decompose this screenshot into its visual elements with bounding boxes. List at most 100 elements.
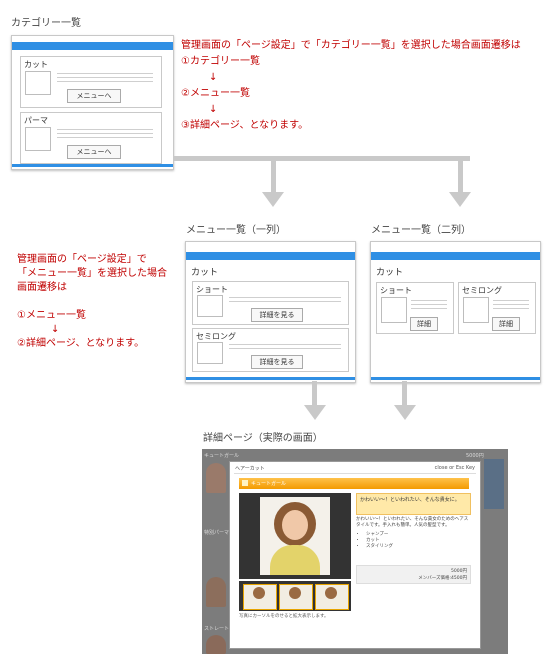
note-line: ①メニュー一覧 (17, 310, 86, 321)
text-line (229, 344, 341, 345)
modal-title: ヘアーカット (235, 466, 265, 472)
category-list-mock: カット メニューへ パーマ メニューへ (11, 35, 174, 170)
background-header-text: キュートガール (204, 453, 240, 459)
menu-card: ショート 詳細を見る (192, 281, 349, 325)
note-line: 「メニュー一覧」を選択した場合 (17, 268, 167, 279)
menu-card-title: ショート (196, 285, 228, 294)
flow-arrow-icon (449, 192, 471, 207)
photo-caption: 写真にカーソルをのせると拡大表示します。 (239, 614, 329, 619)
text-line (411, 300, 447, 301)
menu-card-title: セミロング (462, 286, 502, 295)
category-card: パーマ メニューへ (20, 112, 162, 164)
thumbnail-strip (239, 581, 351, 611)
category-card-title: カット (24, 60, 48, 69)
modal-divider (234, 473, 476, 474)
flow-arrow-icon (262, 192, 284, 207)
background-thumbnail (206, 577, 226, 607)
photo-clothes (270, 545, 320, 575)
text-line (57, 77, 153, 78)
view-detail-button[interactable]: 詳細を見る (251, 308, 303, 322)
note-line: 管理画面の「ページ設定」で「カテゴリー一覧」を選択した場合画面遷移は (181, 40, 521, 51)
connector-line (458, 158, 463, 194)
menu-card: セミロング 詳細を見る (192, 328, 349, 372)
photo-face (282, 510, 308, 540)
background-sidebar-text: ストレート (204, 626, 230, 632)
mock-header-bar (186, 252, 355, 260)
mock-header-bar (12, 42, 173, 50)
note-arrow: ↓ (51, 324, 60, 335)
menu-two-col-title: メニュー一覧（二列） (371, 225, 471, 236)
catch-copy-text: かわいい～！といわれたい、そんな貴女に。 (360, 497, 460, 503)
category-card-title: パーマ (24, 116, 48, 125)
mock-header-bar (371, 252, 540, 260)
thumbnail[interactable] (243, 584, 277, 610)
text-line (57, 73, 153, 74)
text-line (57, 81, 153, 82)
text-line (411, 308, 447, 309)
menu-card: ショート 詳細 (376, 282, 454, 334)
price-box: 5000円 メンバーズ価格:4500円 (356, 565, 471, 584)
menu-card-thumbnail (463, 297, 489, 323)
note-category-flow: 管理画面の「ページ設定」で「カテゴリー一覧」を選択した場合画面遷移は ①カテゴリ… (181, 38, 521, 134)
mock-footer-bar (12, 164, 173, 167)
main-photo (260, 497, 330, 575)
background-sidebar-text: 特別パーマ (204, 530, 230, 536)
mock-footer-bar (186, 377, 355, 380)
background-thumbnail (206, 463, 226, 493)
feature-item: スタイリング (366, 544, 393, 550)
note-line: ①カテゴリー一覧 (181, 56, 260, 67)
category-list-title: カテゴリー一覧 (11, 18, 81, 29)
note-line: 画面遷移は (17, 282, 67, 293)
menu-card-thumbnail (381, 297, 407, 323)
main-photo-frame (239, 493, 351, 579)
category-heading: カット (191, 268, 219, 278)
text-line (493, 304, 529, 305)
flow-arrow-icon (394, 405, 416, 420)
category-card: カット メニューへ (20, 56, 162, 108)
note-arrow: ↓ (209, 72, 218, 83)
member-price-text: メンバーズ価格:4500円 (418, 576, 467, 581)
text-line (493, 308, 529, 309)
to-menu-button[interactable]: メニューへ (67, 89, 121, 103)
view-detail-button[interactable]: 詳細を見る (251, 355, 303, 369)
connector-line (173, 156, 470, 161)
detail-button[interactable]: 詳細 (492, 317, 520, 331)
text-line (57, 133, 153, 134)
flow-arrow-icon (304, 405, 326, 420)
background-thumbnail (206, 635, 226, 654)
category-card-thumbnail (25, 127, 51, 151)
thumbnail-face (325, 587, 337, 599)
note-line: ②詳細ページ、となります。 (17, 338, 145, 349)
text-line (57, 137, 153, 138)
connector-line (271, 158, 276, 194)
mock-footer-bar (371, 377, 540, 380)
text-line (493, 300, 529, 301)
detail-page-screenshot: キュートガール 5000円 特別パーマ ストレート ヘアーカット close o… (202, 449, 508, 654)
menu-one-col-title: メニュー一覧（一列） (186, 225, 286, 236)
note-line: 管理画面の「ページ設定」で (17, 254, 147, 265)
detail-button[interactable]: 詳細 (410, 317, 438, 331)
price-text: 5000円 (451, 569, 467, 574)
note-menu-flow: 管理画面の「ページ設定」で 「メニュー一覧」を選択した場合 画面遷移は ①メニュ… (17, 253, 167, 351)
catch-copy-box: かわいい～！といわれたい、そんな貴女に。 (356, 493, 471, 515)
note-line: ③詳細ページ、となります。 (181, 120, 309, 131)
text-line (229, 348, 341, 349)
connector-line (402, 381, 407, 407)
text-line (411, 304, 447, 305)
thumbnail-face (253, 587, 265, 599)
menu-card-thumbnail (197, 342, 223, 364)
note-arrow: ↓ (209, 104, 218, 115)
background-price-text: 5000円 (466, 453, 484, 459)
text-line (229, 297, 341, 298)
modal-close-link[interactable]: close or Esc Key (434, 465, 475, 471)
feature-item: シャンプー (366, 532, 393, 538)
note-line: ②メニュー一覧 (181, 88, 250, 99)
text-line (229, 301, 341, 302)
feature-item: カット (366, 538, 393, 544)
category-heading: カット (376, 268, 404, 278)
modal-banner: キュートガール (239, 478, 469, 489)
detail-modal: ヘアーカット close or Esc Key キュートガール 写真にカーソルを… (229, 461, 481, 649)
connector-line (312, 381, 317, 407)
to-menu-button[interactable]: メニューへ (67, 145, 121, 159)
menu-one-col-mock: カット ショート 詳細を見る セミロング 詳細を見る (185, 241, 356, 383)
